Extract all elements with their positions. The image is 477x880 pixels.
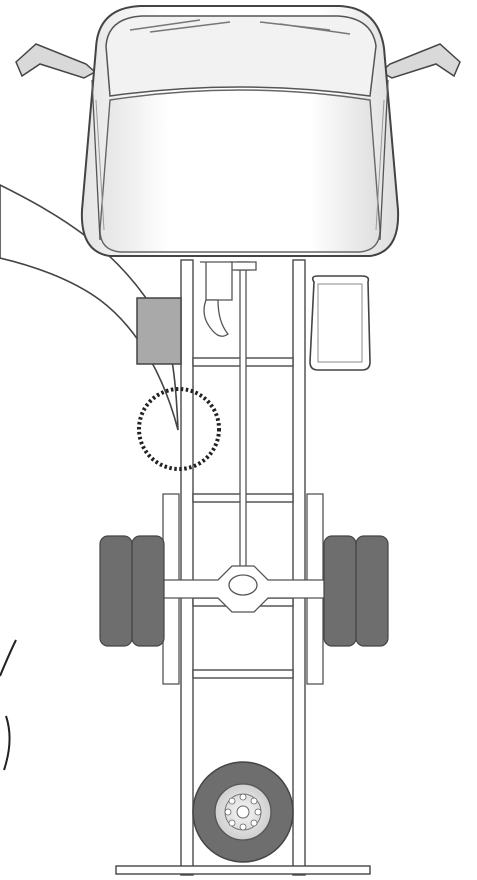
cab-roof (99, 89, 381, 253)
exhaust-pipe (200, 261, 233, 337)
cab-side-rails (91, 79, 389, 241)
left-dual-tires (99, 535, 165, 647)
right-dual-tires (323, 535, 389, 647)
left-frame-rail (180, 259, 194, 876)
drive-shaft (229, 261, 257, 571)
right-mirror (379, 43, 461, 79)
edge-stroke-marks (0, 639, 17, 771)
truck-cab (80, 5, 400, 257)
spare-tire (192, 761, 294, 863)
rear-bumper (115, 865, 371, 875)
wiper-blades (129, 19, 351, 35)
dotted-circle-marker (137, 387, 221, 471)
chassis-frame (180, 259, 306, 876)
rear-axle (159, 493, 327, 685)
cross-member-4 (192, 669, 294, 679)
windshield (105, 15, 377, 97)
left-mirror (15, 43, 97, 79)
right-frame-rail (292, 259, 306, 876)
fuel-tank (309, 275, 371, 371)
highlighted-component (136, 297, 182, 365)
